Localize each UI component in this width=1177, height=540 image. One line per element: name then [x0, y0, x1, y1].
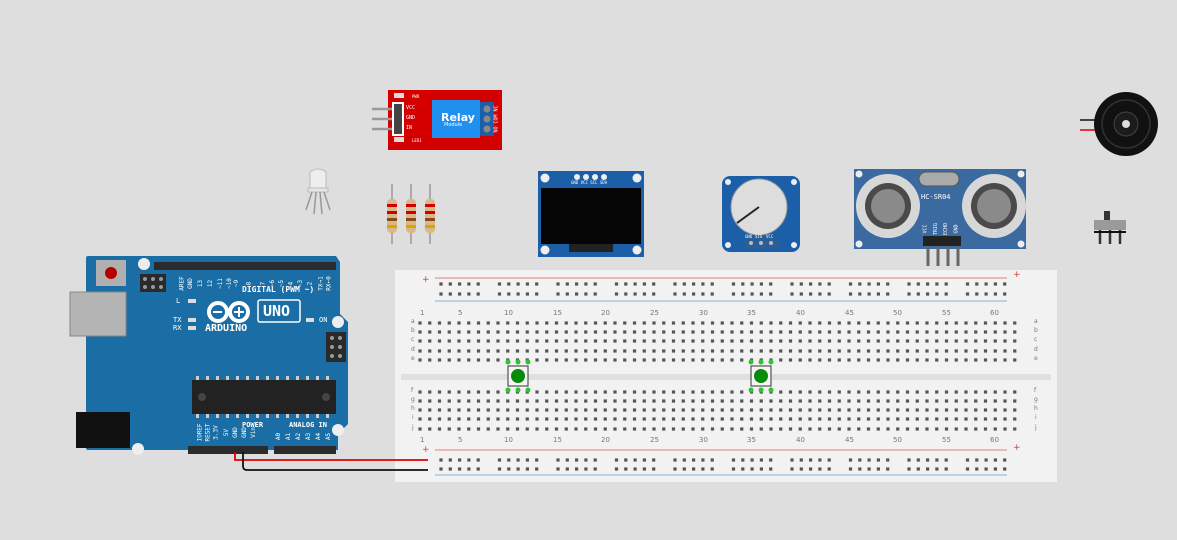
- atmega-chip: [192, 380, 336, 414]
- row-letter: e: [411, 355, 415, 362]
- col-number: 20: [601, 436, 610, 444]
- col-number: 30: [699, 309, 708, 317]
- col-number: 1: [420, 436, 425, 444]
- pushbutton-1[interactable]: [505, 359, 531, 393]
- digital-header[interactable]: [154, 262, 266, 270]
- bb-plus-top-right: +: [1013, 270, 1021, 280]
- row-letter: j: [412, 424, 414, 431]
- col-number: 5: [458, 309, 463, 317]
- row-letter: a: [1034, 318, 1038, 325]
- resistor-group[interactable]: [384, 184, 440, 248]
- slide-switch[interactable]: [1092, 208, 1128, 248]
- col-number: 50: [893, 309, 902, 317]
- led-on-label: ON: [319, 316, 328, 324]
- row-letter: g: [1034, 396, 1038, 403]
- row-letter: i: [1035, 414, 1037, 421]
- bb-plus-bottom-right: +: [1013, 443, 1021, 453]
- row-letter: e: [1034, 355, 1038, 362]
- analog-label: ANALOG IN: [289, 421, 327, 429]
- pot-pin-sig: SIG: [755, 234, 763, 239]
- row-letter: f: [1034, 387, 1037, 394]
- usb-port: [69, 291, 127, 337]
- col-number: 40: [796, 309, 805, 317]
- arduino-brand: ARDUINO: [205, 323, 248, 334]
- col-number: 45: [845, 309, 854, 317]
- relay-led1-label: LED1: [412, 138, 422, 143]
- col-number: 60: [990, 309, 999, 317]
- col-number: 15: [553, 309, 562, 317]
- relay-pin-gnd: GND: [406, 115, 416, 121]
- buzzer[interactable]: [1080, 92, 1162, 158]
- analog-header[interactable]: [274, 446, 336, 454]
- col-number: 10: [504, 436, 513, 444]
- relay-module[interactable]: [370, 88, 504, 152]
- relay-subtitle: Module: [444, 122, 463, 128]
- col-number: 20: [601, 309, 610, 317]
- led-tx-label: TX: [173, 316, 182, 324]
- digital-header-2[interactable]: [256, 262, 336, 270]
- row-letter: h: [411, 405, 415, 412]
- row-letter: h: [1034, 405, 1038, 412]
- row-letter: b: [411, 327, 415, 334]
- row-letter: j: [1035, 424, 1037, 431]
- col-number: 5: [458, 436, 463, 444]
- arduino-model: UNO: [263, 302, 291, 320]
- relay-pin-in: IN: [406, 125, 413, 131]
- relay-pin-vcc: VCC: [406, 105, 416, 111]
- col-number: 35: [747, 309, 756, 317]
- bb-plus-bottom-left: +: [422, 445, 430, 455]
- power-label: POWER: [242, 421, 264, 429]
- breadboard[interactable]: [395, 270, 1057, 482]
- col-number: 25: [650, 436, 659, 444]
- wire-red-5v[interactable]: [234, 452, 428, 461]
- power-header[interactable]: [188, 446, 268, 454]
- col-number: 30: [699, 436, 708, 444]
- col-number: 50: [893, 436, 902, 444]
- pushbutton-2[interactable]: [748, 359, 774, 393]
- power-jack: [76, 412, 130, 448]
- row-letter: c: [411, 336, 415, 343]
- rgb-led[interactable]: [300, 168, 336, 218]
- col-number: 55: [942, 309, 951, 317]
- digital-label: DIGITAL (PWM ~): [242, 285, 315, 294]
- row-letter: b: [1034, 327, 1038, 334]
- col-number: 10: [504, 309, 513, 317]
- ultrasonic-model: HC-SR04: [921, 193, 951, 201]
- col-number: 1: [420, 309, 425, 317]
- potentiometer[interactable]: [721, 175, 801, 253]
- reset-button[interactable]: [105, 267, 117, 279]
- col-number: 55: [942, 436, 951, 444]
- row-letter: d: [1034, 346, 1038, 353]
- pot-pin-gnd: GND: [745, 234, 753, 239]
- pot-pin-vcc: VCC: [766, 234, 774, 239]
- row-letter: d: [411, 346, 415, 353]
- relay-title: Relay: [441, 111, 475, 124]
- col-number: 45: [845, 436, 854, 444]
- row-letter: f: [411, 387, 414, 394]
- oled-pin-labels: GND VCC SCL SDA: [571, 180, 608, 185]
- ultrasonic-sensor[interactable]: [853, 168, 1028, 268]
- arduino-uno-board[interactable]: [68, 254, 350, 464]
- col-number: 35: [747, 436, 756, 444]
- col-number: 25: [650, 309, 659, 317]
- row-letter: i: [412, 414, 414, 421]
- led-l-label: L: [176, 297, 181, 305]
- bb-plus-top-left: +: [422, 275, 430, 285]
- led-rx-label: RX: [173, 324, 182, 332]
- col-number: 15: [553, 436, 562, 444]
- col-number: 60: [990, 436, 999, 444]
- row-letter: c: [1034, 336, 1038, 343]
- wire-black-gnd[interactable]: [242, 452, 428, 471]
- row-letter: a: [411, 318, 415, 325]
- relay-pwr-label: PWR: [412, 94, 420, 99]
- oled-display[interactable]: [537, 170, 645, 258]
- row-letter: g: [411, 396, 415, 403]
- arduino-logo-icon: [207, 301, 250, 323]
- col-number: 40: [796, 436, 805, 444]
